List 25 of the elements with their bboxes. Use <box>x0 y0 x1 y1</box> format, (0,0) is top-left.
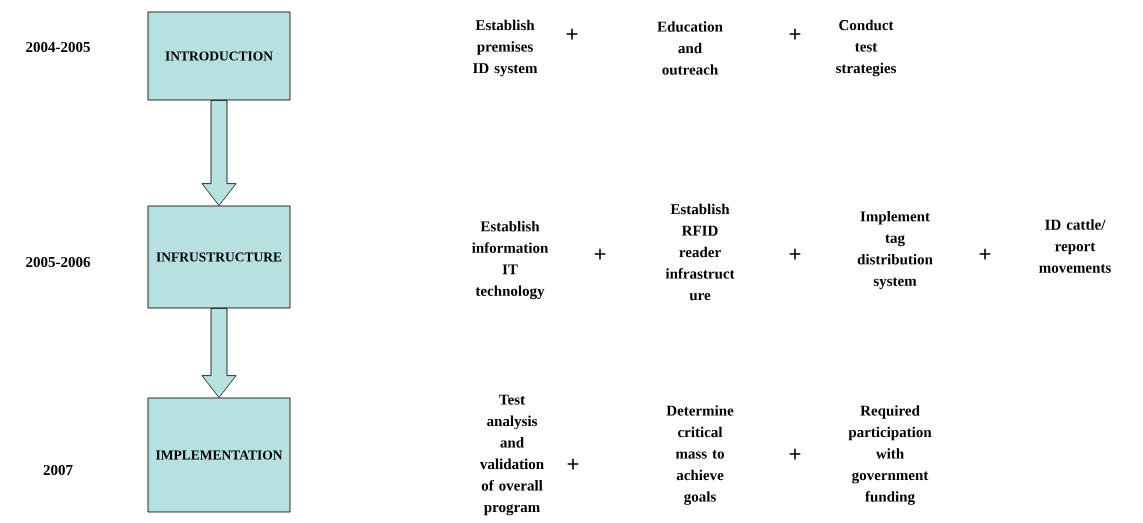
block-arrow <box>201 308 237 398</box>
task-text: Implement tag distribution system <box>857 210 933 290</box>
stage-box: INFRUSTRUCTURE <box>147 205 291 309</box>
block-arrow <box>201 100 237 206</box>
task-text: Required participation with government funding <box>848 405 932 505</box>
task-text: Conduct test strategies <box>836 19 897 77</box>
plus-sign: + <box>566 28 578 40</box>
year-label: 2005-2006 <box>26 256 91 268</box>
task-text: Determine critical mass to achieve goals <box>666 405 734 505</box>
plus-sign: + <box>789 448 801 460</box>
plus-sign: + <box>979 248 991 260</box>
task-text: Establish information IT technology <box>472 220 549 300</box>
task-text: Education and outreach <box>657 21 723 75</box>
task-text: Test analysis and validation of overall program <box>479 394 544 516</box>
plus-sign: + <box>594 248 606 260</box>
stage-box: IMPLEMENTATION <box>147 397 291 513</box>
plus-sign: + <box>789 28 801 40</box>
task-text: Establish premises ID system <box>473 19 538 77</box>
stage-box: INTRODUCTION <box>147 11 291 101</box>
year-label: 2007 <box>43 464 73 476</box>
task-text: ID cattle/ report movements <box>1039 219 1111 273</box>
year-label: 2004-2005 <box>26 41 90 53</box>
plus-sign: + <box>567 458 579 470</box>
plus-sign: + <box>789 248 801 260</box>
task-text: Establish RFID reader infrastruct ure <box>665 203 735 301</box>
